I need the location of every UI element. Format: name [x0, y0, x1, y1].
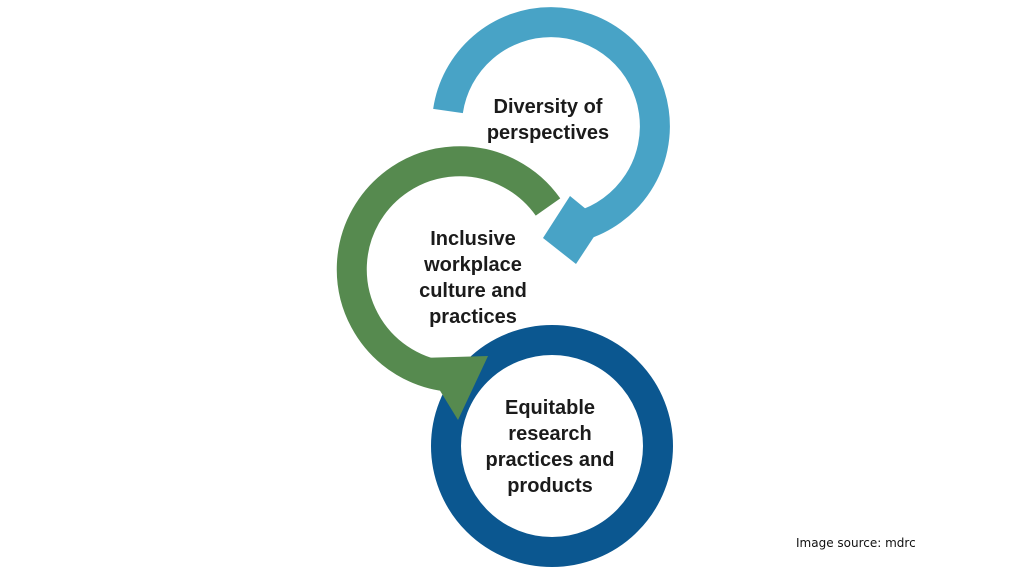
label-line: Equitable: [504, 397, 595, 419]
top-arrowhead: [543, 196, 603, 264]
node-label-diversity: Diversity of perspectives: [462, 92, 634, 148]
label-line: products: [507, 475, 593, 497]
label-line: perspectives: [486, 122, 610, 144]
label-line: culture and: [419, 280, 527, 302]
label-line: workplace: [424, 254, 522, 276]
bottom-ring: [431, 325, 673, 567]
node-label-inclusive: Inclusive workplace culture and practice…: [388, 225, 558, 331]
middle-arc: [336, 146, 561, 392]
top-arrow: [433, 7, 670, 264]
image-source-caption: Image source: mdrc: [796, 536, 916, 550]
label-line: practices: [429, 306, 517, 328]
middle-arrow: [336, 146, 561, 420]
label-line: research: [508, 423, 592, 445]
label-line: practices and: [485, 449, 615, 471]
top-arc: [433, 7, 670, 241]
label-line: Diversity of: [493, 96, 603, 118]
label-line: Inclusive: [430, 228, 516, 250]
node-label-equitable: Equitable research practices and product…: [470, 394, 630, 500]
middle-arrowhead: [420, 356, 488, 420]
